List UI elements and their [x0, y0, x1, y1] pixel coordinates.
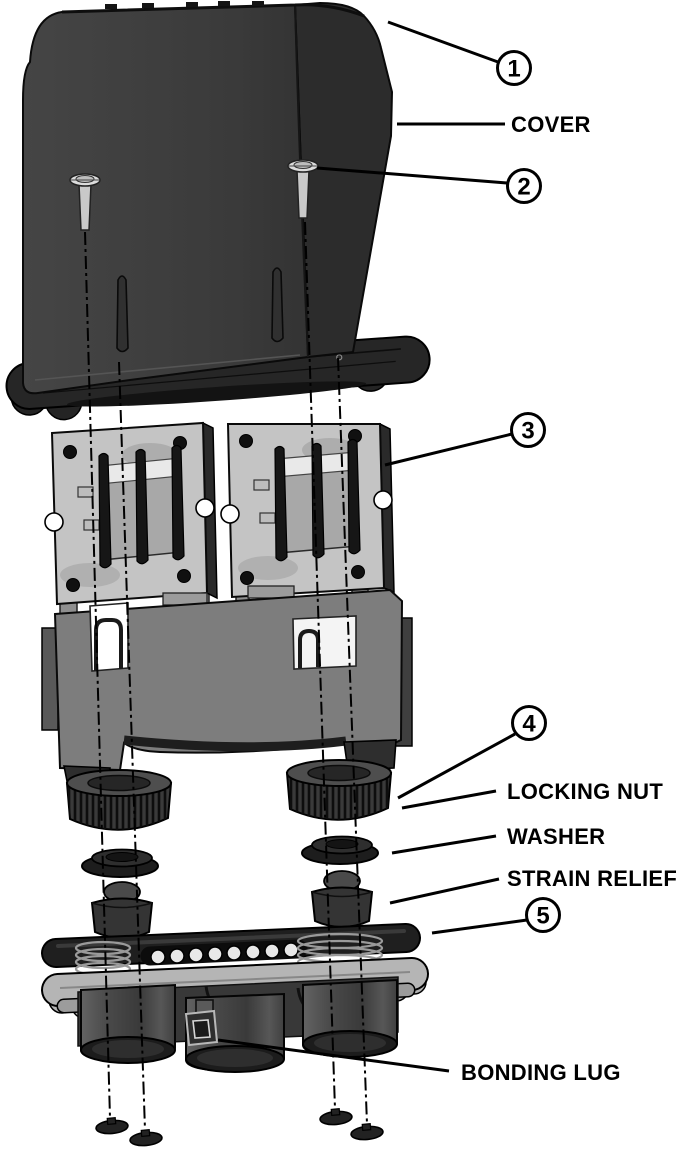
- gasket-hole: [169, 948, 185, 964]
- plate-screw: [177, 569, 191, 583]
- locking-nut-left: [65, 769, 173, 831]
- leader-line-locking-nut: [401, 789, 497, 810]
- gasket-hole: [283, 942, 299, 958]
- mid-housing: [41, 585, 413, 789]
- center-line: [304, 221, 336, 1110]
- plate-screw: [66, 578, 80, 592]
- callout-number-4: 4: [522, 711, 536, 738]
- plate-component: [77, 444, 185, 569]
- gasket-hole: [264, 943, 280, 959]
- cover-screw-left: [69, 173, 101, 231]
- callout-circle-2: [506, 168, 542, 204]
- label-strain-relief: STRAIN RELIEF: [507, 866, 677, 891]
- leader-line-bonding-lug: [217, 1038, 450, 1073]
- mounting-plate-right: [220, 422, 395, 599]
- wing-screw: [319, 1108, 353, 1126]
- cover-screw-right: [287, 159, 319, 219]
- label-washer: WASHER: [507, 824, 605, 849]
- plate-component: [253, 438, 361, 562]
- callout-4: 4: [511, 705, 547, 741]
- plate-screw: [351, 565, 365, 579]
- mounting-plate-left: [44, 421, 218, 606]
- plate-notch: [195, 498, 215, 518]
- locking-nut-right: [285, 759, 393, 821]
- plate-screw: [239, 434, 253, 448]
- gasket-hole: [245, 944, 261, 960]
- gasket-hole: [207, 946, 223, 962]
- cover-part: [22, 1, 394, 395]
- callout-circle-4: [511, 705, 547, 741]
- plate-notch: [220, 504, 240, 524]
- callout-number-2: 2: [517, 174, 530, 201]
- strain-relief-right: [310, 870, 374, 928]
- leader-line-washer: [391, 834, 497, 855]
- tube-left: [80, 983, 176, 1064]
- washer-right: [301, 835, 379, 865]
- cover-top-detail: [142, 3, 154, 8]
- cover-ridge-pin: [271, 267, 284, 343]
- label-locking-nut: LOCKING NUT: [507, 779, 663, 804]
- plate-notch: [44, 512, 64, 532]
- cover-top-detail: [105, 4, 117, 9]
- bonding-lug: [184, 999, 219, 1047]
- gasket-hole: [150, 949, 166, 965]
- gasket-hole: [226, 945, 242, 961]
- gasket-hole: [188, 947, 204, 963]
- center-line: [118, 361, 146, 1131]
- cover-front-face: [22, 3, 310, 395]
- center-lines: [84, 221, 368, 1131]
- callout-number-5: 5: [536, 903, 549, 930]
- callout-3: 3: [510, 412, 546, 448]
- leader-line-3: [384, 432, 513, 467]
- callout-circle-3: [510, 412, 546, 448]
- cover-side-panel: [293, 1, 394, 359]
- callout-number-3: 3: [521, 418, 534, 445]
- plate-screw: [63, 445, 77, 459]
- label-bonding-lug: BONDING LUG: [461, 1060, 621, 1085]
- leader-line-4: [397, 732, 516, 800]
- housing-window: [292, 615, 357, 670]
- center-line: [337, 357, 368, 1125]
- wing-screw: [95, 1117, 129, 1135]
- leader-line-strain-relief: [389, 877, 500, 905]
- label-cover: COVER: [511, 112, 591, 137]
- strain-relief-left: [90, 881, 154, 939]
- cover-top-detail: [186, 2, 198, 7]
- wing-screw: [350, 1123, 384, 1141]
- callout-circle-5: [525, 897, 561, 933]
- cover-ridge-pin: [116, 275, 129, 353]
- wing-screw: [129, 1129, 163, 1147]
- plate-screw: [240, 571, 254, 585]
- callout-5: 5: [525, 897, 561, 933]
- leader-line-1: [387, 20, 499, 64]
- callout-1: 1: [496, 50, 532, 86]
- center-line: [84, 231, 111, 1119]
- callout-2: 2: [506, 168, 542, 204]
- callout-circle-1: [496, 50, 532, 86]
- tube-right: [302, 978, 398, 1058]
- cover-top-detail: [252, 1, 264, 6]
- washer-left: [81, 848, 159, 878]
- spring-left: [74, 940, 132, 977]
- callout-number-1: 1: [507, 56, 520, 83]
- cover-top-detail: [218, 1, 230, 6]
- leader-lines: [217, 20, 528, 1073]
- plate-notch: [373, 490, 393, 510]
- leader-line-2: [316, 166, 508, 185]
- leader-line-5: [431, 918, 528, 935]
